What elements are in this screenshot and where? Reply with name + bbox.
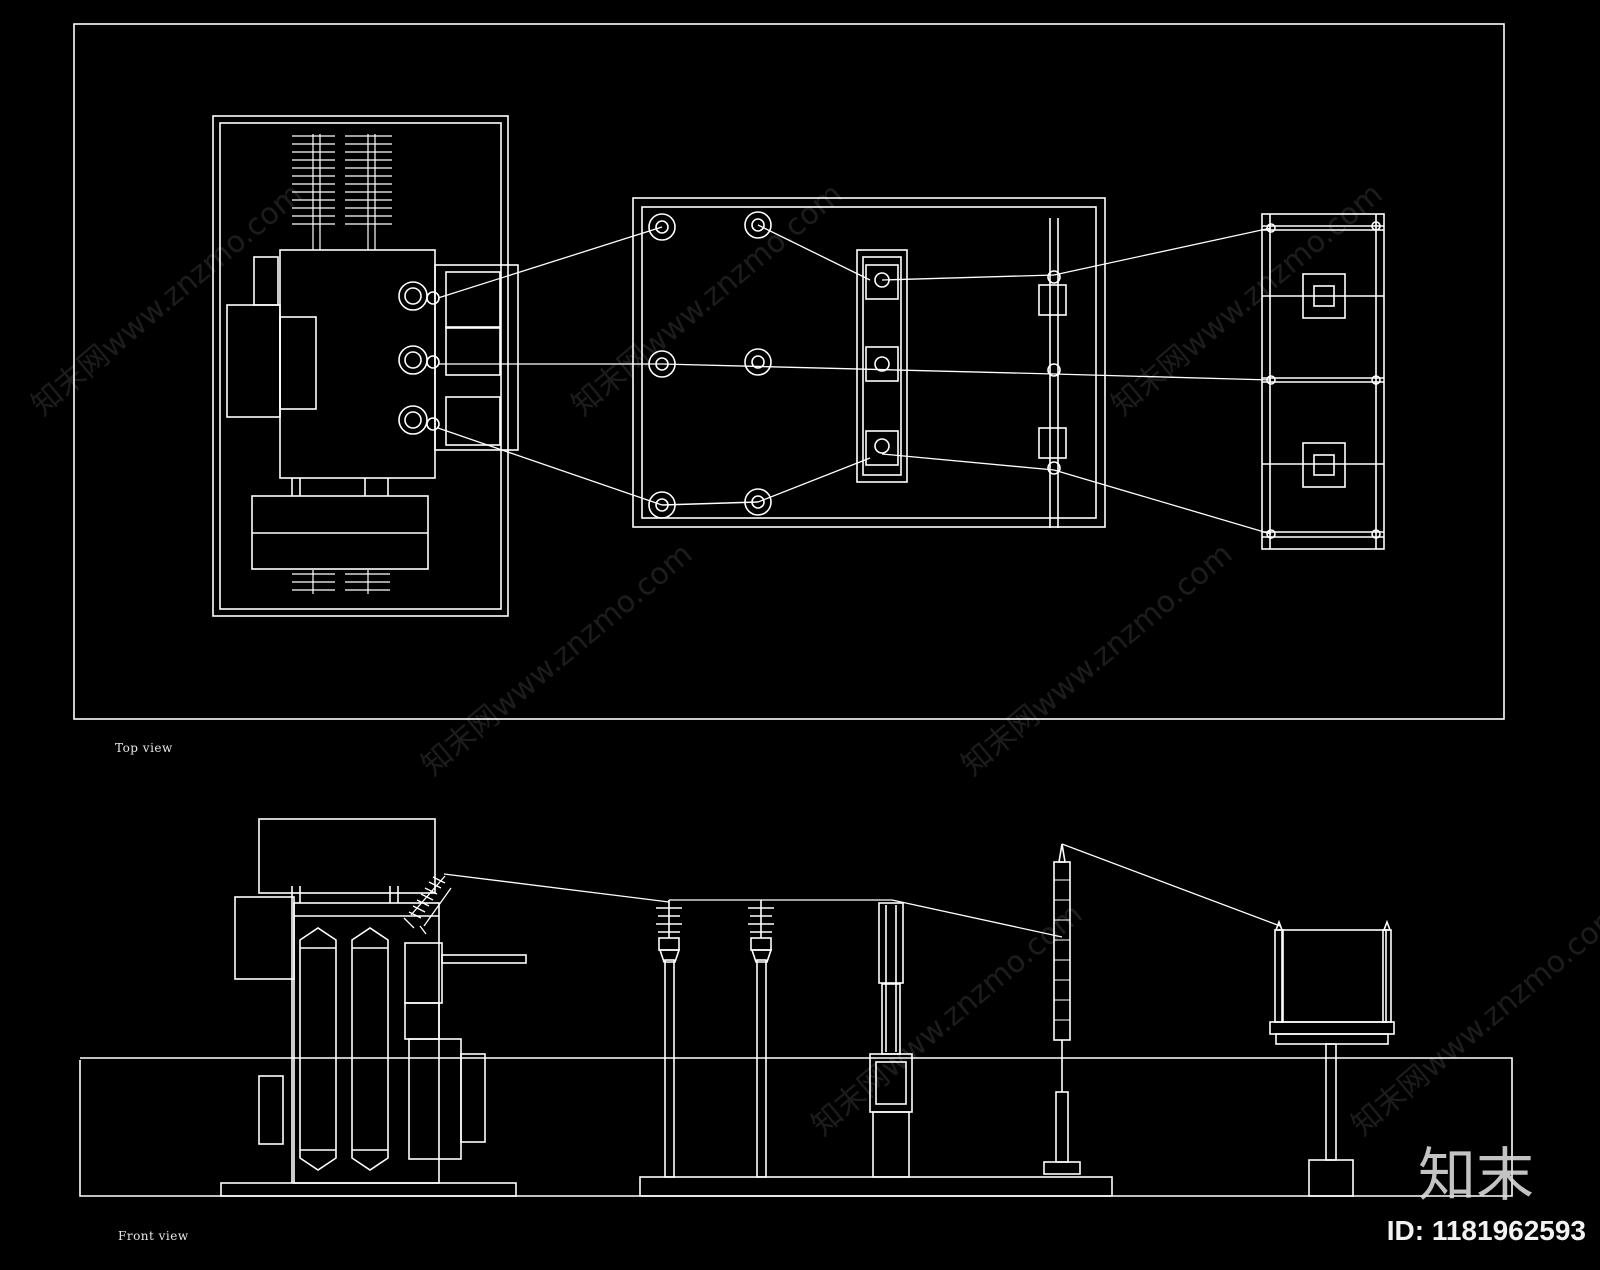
top-view	[73, 23, 1505, 720]
capacitor-rack-top	[1261, 213, 1385, 550]
switchgear-frame-top	[632, 197, 1106, 528]
transformer-front	[220, 818, 527, 1197]
conductors-top	[437, 224, 1272, 535]
top-view-frame	[73, 23, 1505, 720]
brand-logo: 知末	[1417, 1141, 1534, 1209]
front-view	[79, 818, 1513, 1197]
bushing-front	[403, 875, 452, 935]
current-transformer-front	[869, 902, 913, 1178]
insulators-top	[648, 211, 772, 519]
ground-outline	[79, 1057, 1513, 1197]
image-id-text: ID: 1181962593	[1386, 1215, 1586, 1246]
current-transformer-top	[856, 249, 908, 483]
arrester-column-top	[1038, 218, 1067, 528]
radiator-fins-top	[292, 134, 392, 250]
transformer-tank	[279, 249, 436, 479]
transformer-top	[212, 115, 519, 617]
front-view-label: Front view	[118, 1229, 189, 1243]
surge-arrester-front	[1043, 843, 1081, 1175]
capacitor-bank-front	[1269, 919, 1395, 1197]
conductors-front	[443, 843, 1281, 938]
top-view-label: Top view	[115, 741, 173, 755]
bushings-top	[398, 281, 440, 435]
